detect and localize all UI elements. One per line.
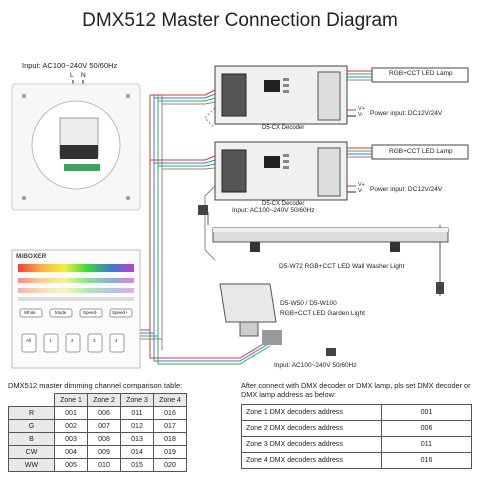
decoder1-vplus: V+ [358,106,365,112]
channel-cell: 003 [54,432,88,446]
panel-btn-mode: Mode [55,310,67,315]
channel-cell: 013 [120,432,154,446]
panel-btn-speed-plus: Speed+ [112,310,128,315]
input-top-label: Input: AC100~240V 50/60Hz [22,61,118,70]
table-row: R 001 006 011 016 [8,406,187,420]
table-row: WW 005 010 015 020 [8,458,187,472]
channel-table-header-row: Zone 1 Zone 2 Zone 3 Zone 4 [8,393,187,407]
garden-light-name-1: D5-W50 / D5-W100 [280,300,337,307]
zone-btn-2: 2 [71,338,74,343]
channel-table-caption: DMX512 master dimming channel comparison… [8,381,183,390]
channel-row-label: G [8,419,55,433]
panel-buttons [19,308,133,318]
channel-cell: 006 [87,406,121,420]
decoder-1-body [214,65,469,125]
address-table: Zone 1 DMX decoders address 001 Zone 2 D… [241,404,472,469]
channel-cell: 015 [120,458,154,472]
address-value: 011 [381,436,472,453]
garden-light-name-2: RGB+CCT LED Garden Light [280,310,365,317]
channel-header-zone-2: Zone 2 [87,393,121,407]
address-zone-name: Zone 1 DMX decoders address [241,404,382,421]
address-value: 001 [381,404,472,421]
decoder2-name: D5-CX Decoder [262,201,305,207]
panel-btn-speed-minus: Speed- [83,310,98,315]
wiring [72,70,441,365]
channel-cell: 001 [54,406,88,420]
address-zone-name: Zone 4 DMX decoders address [241,452,382,469]
table-row: B 003 008 013 018 [8,432,187,446]
address-zone-name: Zone 2 DMX decoders address [241,420,382,437]
address-zone-name: Zone 3 DMX decoders address [241,436,382,453]
channel-row-label: WW [8,458,55,472]
panel-brand: MiBOXER [16,253,47,260]
zone-btn-all: All [26,338,32,343]
zone-btn-3: 3 [93,338,96,343]
channel-cell: 016 [153,406,187,420]
table-row: CW 004 009 014 019 [8,445,187,459]
address-value: 016 [381,452,472,469]
address-table-caption: After connect with DMX decoder or DMX la… [241,381,471,399]
wall-washer-light [198,205,449,294]
table-row: Zone 2 DMX decoders address 006 [241,420,472,437]
channel-cell: 012 [120,419,154,433]
decoder2-vminus: V- [358,188,364,194]
decoder1-lamp: RGB+CCT LED Lamp [389,70,453,77]
channel-cell: 011 [120,406,154,420]
channel-header-zone-3: Zone 3 [120,393,154,407]
panel-btn-white: White [24,310,36,315]
channel-cell: 018 [153,432,187,446]
zone-buttons [21,333,125,353]
channel-header-zone-4: Zone 4 [153,393,187,407]
channel-cell: 005 [54,458,88,472]
decoder1-vminus: V- [358,112,364,118]
terminal-n-label: N [81,72,86,79]
terminal-l-label: L [70,72,74,79]
decoder2-power: Power input: DC12V/24V [370,186,443,193]
garden-light-input: Input: AC100~240V 50/60Hz [274,362,357,369]
channel-cell: 010 [87,458,121,472]
channel-cell: 020 [153,458,187,472]
address-value: 006 [381,420,472,437]
channel-header-zone-1: Zone 1 [54,393,88,407]
channel-cell: 014 [120,445,154,459]
table-row: Zone 3 DMX decoders address 011 [241,436,472,453]
channel-cell: 008 [87,432,121,446]
diagram-title: DMX512 Master Connection Diagram [82,10,398,31]
channel-cell: 007 [87,419,121,433]
channel-cell: 017 [153,419,187,433]
table-row: Zone 4 DMX decoders address 016 [241,452,472,469]
table-row: G 002 007 012 017 [8,419,187,433]
decoder2-lamp: RGB+CCT LED Lamp [389,148,453,155]
decoder2-vplus: V+ [358,182,365,188]
decoder1-name: D5-CX Decoder [262,125,305,131]
garden-light [219,283,336,356]
channel-cell: 002 [54,419,88,433]
zone-btn-4: 4 [115,338,118,343]
channel-cell: 009 [87,445,121,459]
panel-back [11,83,141,211]
channel-row-label: B [8,432,55,446]
channel-cell: 004 [54,445,88,459]
channel-table: Zone 1 Zone 2 Zone 3 Zone 4 R 001 006 01… [8,393,187,472]
channel-row-label: CW [8,445,55,459]
channel-table-corner [8,393,55,407]
wall-washer-name: D5-W72 RGB+CCT LED Wall Washer Light [279,263,405,270]
zone-btn-1: 1 [49,338,52,343]
decoder1-power: Power input: DC12V/24V [370,110,443,117]
channel-row-label: R [8,406,55,420]
decoder-2-body [214,141,469,201]
wall-washer-input: Input: AC100~240V 50/60Hz [232,207,315,214]
channel-cell: 019 [153,445,187,459]
panel-front [11,249,141,369]
table-row: Zone 1 DMX decoders address 001 [241,404,472,421]
